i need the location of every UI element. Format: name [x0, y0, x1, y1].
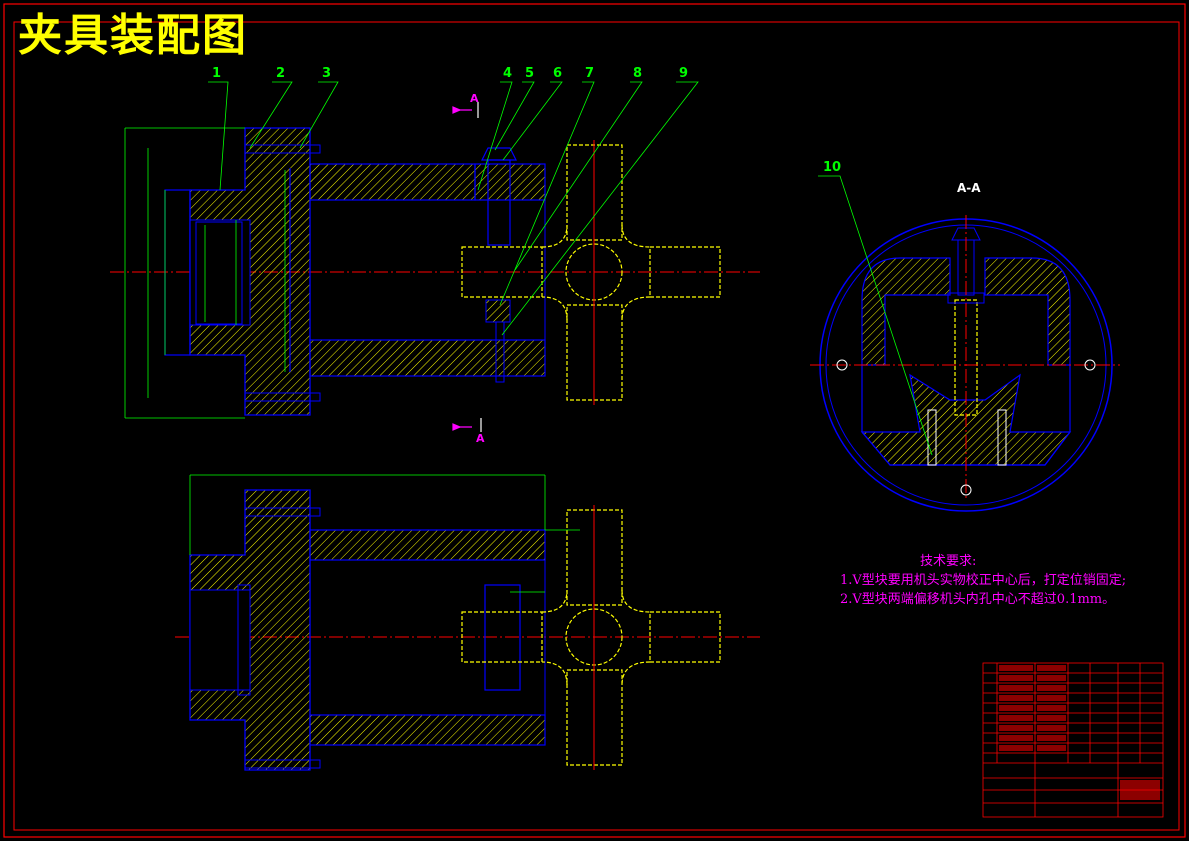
tech-requirements-heading: 技术要求:	[920, 554, 977, 569]
front-view	[175, 474, 760, 771]
part-number-1: 1	[212, 66, 222, 81]
tech-requirement-1: 1.V型块要用机头实物校正中心后，打定位销固定;	[840, 573, 1127, 588]
leader-lines	[208, 81, 933, 456]
part-number-2: 2	[276, 66, 286, 81]
drawing-title: 夹具装配图	[18, 10, 248, 61]
top-view	[110, 127, 760, 419]
tech-requirement-2: 2.V型块两端偏移机头内孔中心不超过0.1mm。	[840, 592, 1116, 607]
part-number-5: 5	[525, 66, 535, 81]
section-a-a	[810, 215, 1120, 512]
section-title: A-A	[957, 181, 981, 195]
title-block	[982, 662, 1164, 818]
part-number-9: 9	[679, 66, 689, 81]
part-number-4: 4	[503, 66, 513, 81]
section-mark-top: A	[470, 92, 479, 105]
part-number-3: 3	[322, 66, 332, 81]
section-markers	[452, 102, 482, 432]
inner-frame	[13, 21, 1180, 831]
part-number-8: 8	[633, 66, 643, 81]
part-number-6: 6	[553, 66, 563, 81]
outer-frame	[3, 3, 1186, 838]
tech-requirements: 技术要求: 1.V型块要用机头实物校正中心后，打定位销固定; 2.V型块两端偏移…	[840, 552, 1126, 609]
section-mark-bottom: A	[476, 432, 485, 445]
part-number-10: 10	[823, 160, 842, 175]
part-number-7: 7	[585, 66, 595, 81]
title-block-fill	[999, 665, 1160, 800]
